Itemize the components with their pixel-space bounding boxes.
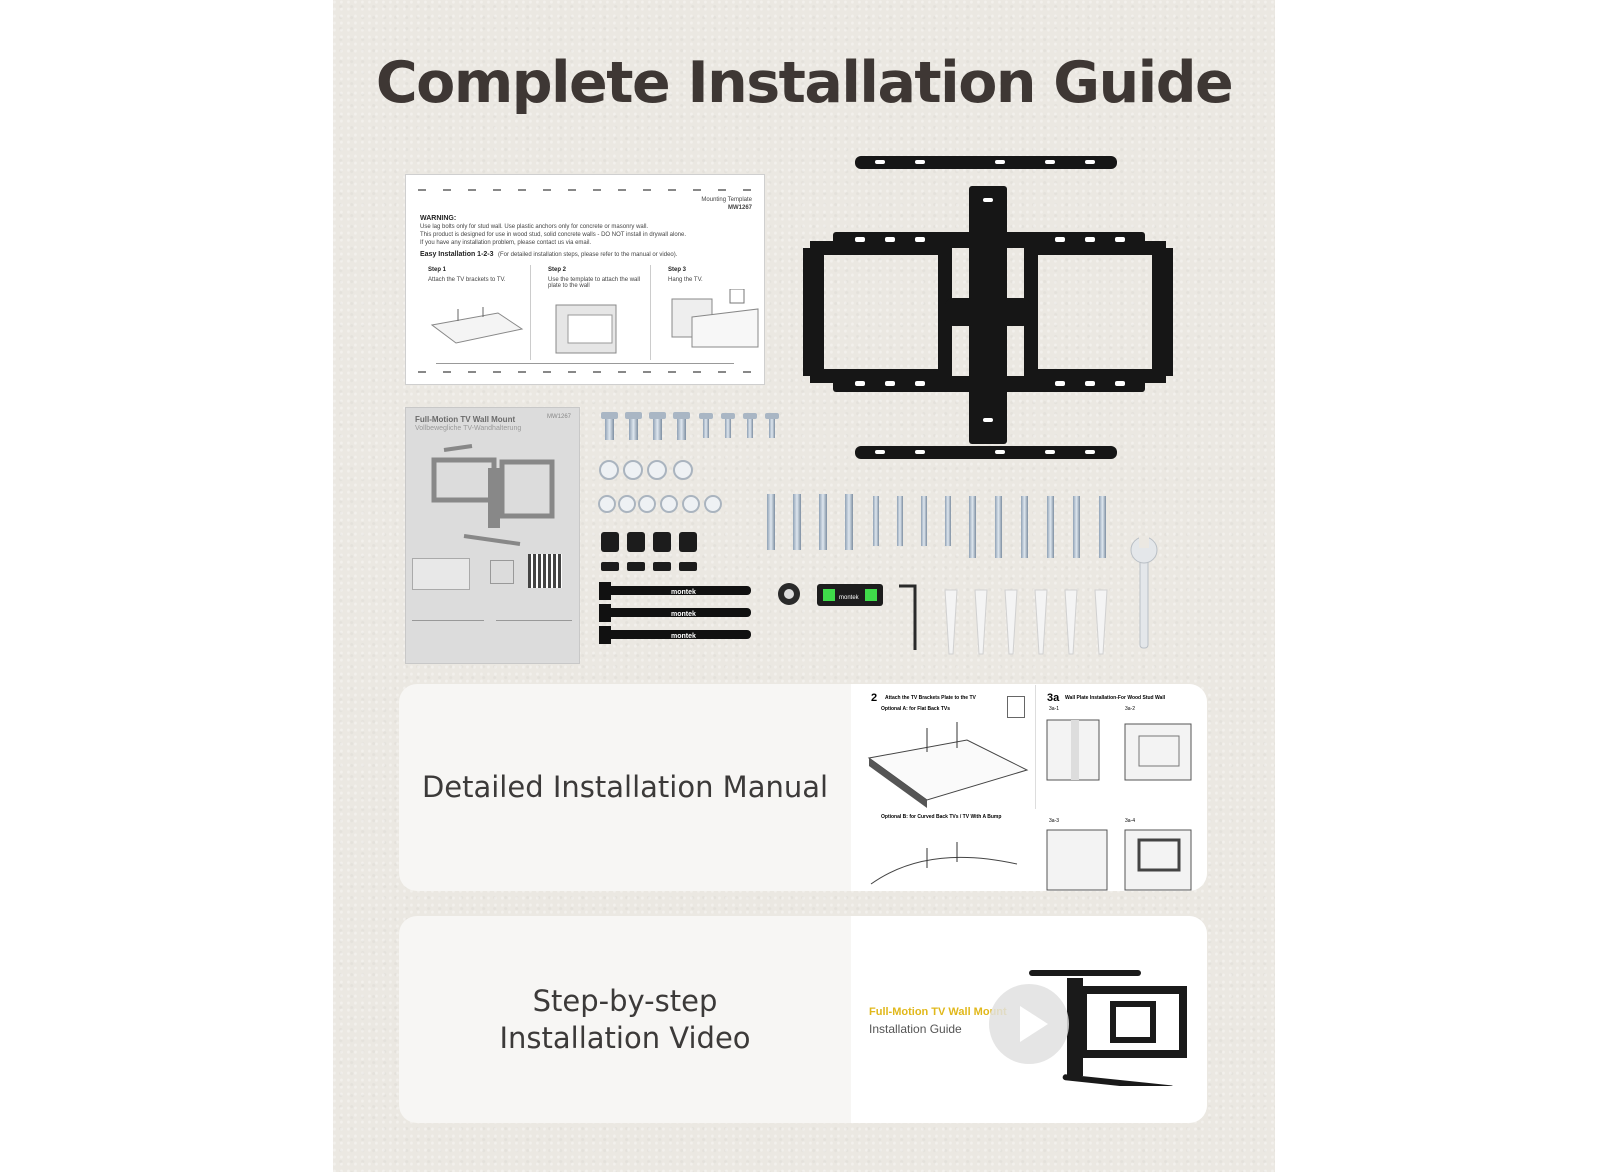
video-card: Step-by-step Installation Video Full-Mot… <box>399 916 1207 1123</box>
strap-brand-label: montek <box>671 589 696 596</box>
strap-brand-label: montek <box>671 633 696 640</box>
cable-strap-set <box>599 582 751 644</box>
template-warning-label: WARNING: <box>420 215 457 222</box>
manual-option-b: Optional B: for Curved Back TVs / TV Wit… <box>881 814 1002 820</box>
booklet-eu-rep-right <box>496 620 572 655</box>
manual-wall-plate-illustration <box>1046 829 1192 891</box>
manual-step-number: 3a <box>1047 692 1060 704</box>
manual-curved-tv-illustration <box>870 842 1018 885</box>
qr-code-icon <box>528 554 562 588</box>
template-warning-line: This product is designed for use in wood… <box>420 232 687 238</box>
template-warning-line: Use lag bolts only for stud wall. Use pl… <box>420 224 649 230</box>
manual-step-title: Wall Plate Installation-For Wood Stud Wa… <box>1065 695 1166 701</box>
template-step-2: Step 2 Use the template to attach the wa… <box>540 265 651 360</box>
manual-step-number: 2 <box>871 692 878 704</box>
page-title: Complete Installation Guide <box>375 50 1234 116</box>
mounting-template-sheet: Mounting Template MW1267 WARNING: Use la… <box>405 174 765 385</box>
manual-substep: 3a-2 <box>1125 706 1136 712</box>
tv-mount-bracket <box>803 156 1173 459</box>
manual-substep: 3a-3 <box>1049 818 1060 824</box>
manual-card-text: Detailed Installation Manual <box>421 770 829 804</box>
manual-substep: 3a-1 <box>1049 706 1060 712</box>
screw-set-m <box>601 412 779 440</box>
template-easy-title: Easy Installation 1-2-3 <box>420 251 494 258</box>
video-mount-illustration <box>1029 970 1187 1086</box>
lag-bolt-set <box>767 494 1106 558</box>
template-header: Mounting Template <box>701 197 752 203</box>
template-easy-note: (For detailed installation steps, please… <box>498 252 678 258</box>
manual-substep: 3a-4 <box>1125 818 1136 824</box>
level-brand-label: montek <box>839 595 860 601</box>
allen-key-icon <box>899 584 917 650</box>
template-step-3: Step 3 Hang the TV. <box>660 265 770 360</box>
wrench-icon <box>1130 536 1158 649</box>
manual-flat-tv-illustration <box>867 722 1029 808</box>
template-hole-row-top <box>418 189 752 191</box>
manual-option-a: Optional A: for Flat Back TVs <box>881 706 950 712</box>
booklet-compat-box <box>412 558 470 590</box>
manual-step-title: Attach the TV Brackets Plate to the TV <box>885 695 976 701</box>
washer-set <box>598 460 722 513</box>
video-subtitle: Installation Guide <box>869 1022 962 1036</box>
hang-tv-illustration <box>671 289 759 348</box>
wall-anchor-set <box>944 589 1108 655</box>
template-hole-row-bottom <box>418 371 752 373</box>
strap-brand-label: montek <box>671 611 696 618</box>
tv-rail-bottom <box>855 446 1117 459</box>
video-card-line-1: Step-by-step <box>532 983 718 1018</box>
video-thumbnail[interactable]: Full-Motion TV Wall Mount Installation G… <box>851 916 1207 1123</box>
product-panel: Complete Installation Guide Mounting Tem… <box>333 0 1275 1172</box>
booklet-icon-box <box>490 560 514 584</box>
booklet-title: Full-Motion TV Wall Mount <box>415 415 516 424</box>
play-button[interactable] <box>989 984 1069 1064</box>
manual-wall-illustration <box>1046 719 1192 781</box>
manual-preview: 2 Attach the TV Brackets Plate to the TV… <box>851 684 1207 891</box>
wall-template-illustration <box>555 304 617 354</box>
booklet-model: MW1267 <box>546 414 571 420</box>
tv-bracket-illustration <box>430 307 524 344</box>
booklet-mount-illustration <box>431 444 555 546</box>
template-warning-line: If you have any installation problem, pl… <box>420 240 592 246</box>
booklet-subtitle: Vollbewegliche TV-Wandhalterung <box>415 425 522 432</box>
video-title: Full-Motion TV Wall Mount <box>869 1006 1007 1018</box>
instruction-booklet: Full-Motion TV Wall Mount Vollbewegliche… <box>405 407 580 664</box>
booklet-eu-rep-left <box>412 620 484 655</box>
manual-warning-icon <box>1007 696 1025 718</box>
manual-card: Detailed Installation Manual 2 Attach th… <box>399 684 1207 891</box>
hardware-kit: montek montek montek montek <box>598 412 1158 655</box>
template-step-1: Step 1 Attach the TV brackets to TV. <box>420 265 531 360</box>
spacer-set <box>601 532 697 571</box>
video-card-text: Step-by-step Installation Video <box>399 916 851 1123</box>
tv-rail-top <box>855 156 1117 169</box>
template-dimension-line <box>436 363 734 364</box>
video-card-line-2: Installation Video <box>499 1020 751 1055</box>
template-model: MW1267 <box>727 205 752 211</box>
